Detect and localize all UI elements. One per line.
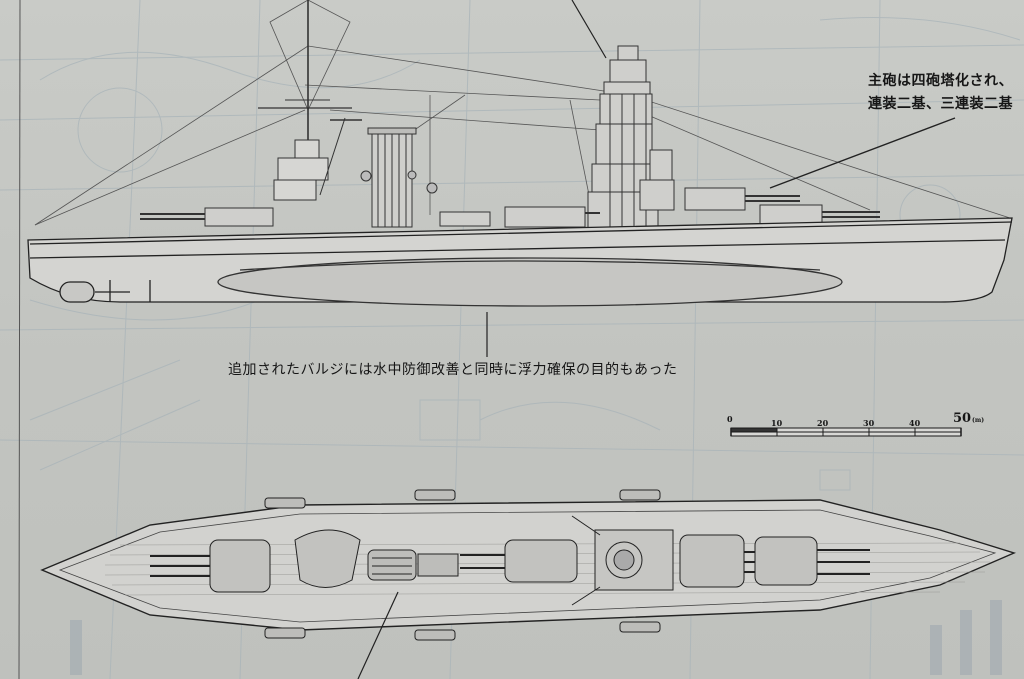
annotation-main-guns-line2: 連装二基、三連装二基: [868, 96, 1013, 112]
main-turrets-profile: [140, 187, 880, 228]
scale-label-20: 20: [817, 418, 829, 428]
leader-line-funnel: [357, 591, 399, 679]
turret-midships-top: [460, 539, 578, 583]
leader-line-foremast: [571, 0, 607, 59]
scale-label-40: 40: [909, 418, 921, 428]
casemates-top: [264, 489, 661, 641]
turrets-forward-top: [679, 534, 870, 588]
scale-bar: [730, 427, 962, 437]
hull-profile: [27, 217, 1013, 307]
page-margin-line: [18, 0, 21, 679]
annotation-main-guns-line1: 主砲は四砲塔化され、: [868, 73, 1014, 89]
scale-label-10: 10: [771, 418, 783, 428]
pagoda-foremast: [587, 45, 675, 229]
show-through-text: [70, 600, 1002, 675]
scale-label-30: 30: [863, 418, 875, 428]
scale-unit: (m): [972, 417, 985, 424]
bridge-top: [571, 515, 674, 606]
scale-label-50: 50: [953, 411, 972, 426]
side-profile: [27, 0, 1013, 357]
annotation-bulge: 追加されたバルジには水中防御改善と同時に浮力確保の目的もあった: [228, 362, 678, 378]
top-view-plan: [40, 489, 1017, 679]
mainmast: [258, 0, 362, 201]
rigging-lines: [34, 0, 1011, 226]
anti-torpedo-bulge: [217, 257, 843, 307]
turret-aft-top: [150, 529, 361, 593]
leader-line-main-guns: [769, 117, 956, 189]
scale-label-0: 0: [727, 414, 733, 424]
funnel-top: [367, 549, 459, 581]
funnel: [360, 127, 438, 228]
annotation-main-guns: 主砲は四砲塔化され、 連装二基、三連装二基: [868, 70, 1013, 116]
